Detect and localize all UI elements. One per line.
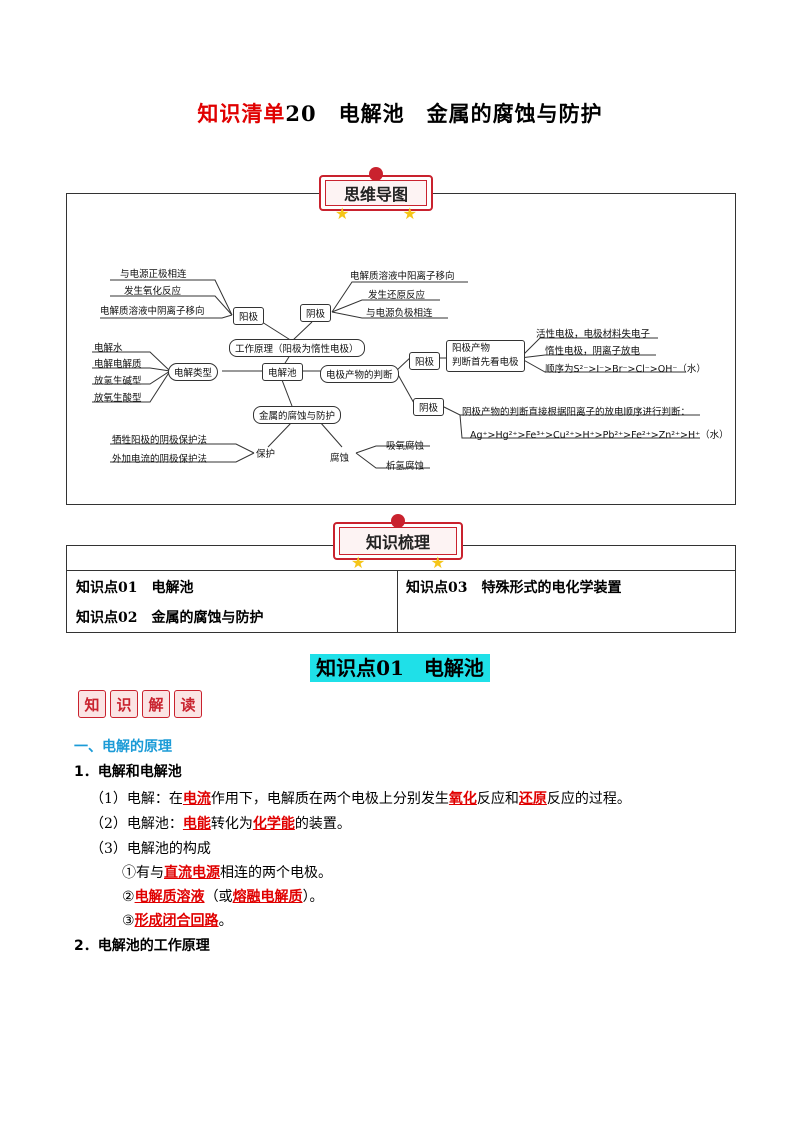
- title-red: 知识清单: [197, 101, 286, 126]
- line-5: ②电解质溶液（或熔融电解质）。: [122, 889, 324, 905]
- heading-working-principle: 2．电解池的工作原理: [74, 938, 210, 954]
- toc-banner: 知识梳理 ★ ★: [333, 514, 463, 572]
- heading-principle: 一、电解的原理: [74, 739, 172, 755]
- cathode2-node: 阴极: [413, 398, 445, 416]
- title-rest: 20 电解池 金属的腐蚀与防护: [285, 101, 603, 126]
- cathode-right-item: 电解质溶液中阳离子移向: [350, 271, 455, 282]
- rust-item: 吸氧腐蚀: [386, 441, 425, 452]
- line-1: （1）电解：在电流作用下，电解质在两个电极上分别发生氧化反应和还原反应的过程。: [90, 791, 631, 807]
- principle-node: 工作原理（阳极为惰性电极）: [229, 339, 365, 357]
- star-icon: ★: [335, 204, 350, 223]
- corrosion-node: 金属的腐蚀与防护: [253, 406, 342, 424]
- cathode-rule: 阴极产物的判断直接根据阳离子的放电顺序进行判断：: [462, 407, 691, 418]
- line-2: （2）电解池：电能转化为化学能的装置。: [90, 816, 351, 832]
- line-3: （3）电解池的构成: [90, 841, 211, 857]
- types-node: 电解类型: [168, 363, 219, 381]
- anode-product-node: 阳极产物 判断首先看电极: [446, 340, 525, 372]
- banner-dot-icon: [369, 167, 383, 181]
- toc-item-1[interactable]: 知识点01 电解池: [76, 580, 194, 596]
- type-item: 电解电解质: [94, 359, 142, 370]
- tag-jie: 解: [142, 690, 170, 718]
- protect-node: 保护: [256, 449, 276, 460]
- tag-zhi: 知: [78, 690, 106, 718]
- anode-rule: 活性电极，电极材料失电子: [536, 329, 651, 340]
- tag-shi: 识: [110, 690, 138, 718]
- toc-item-3[interactable]: 知识点03 特殊形式的电化学装置: [406, 580, 622, 596]
- anode-left-item: 与电源正极相连: [120, 269, 187, 280]
- toc-item-2[interactable]: 知识点02 金属的腐蚀与防护: [76, 610, 264, 626]
- line-4: ①有与直流电源相连的两个电极。: [122, 865, 332, 881]
- mindmap-banner: 思维导图 ★ ★: [319, 167, 433, 223]
- toc-hline: [66, 570, 736, 571]
- judge-node: 电极产物的判断: [320, 365, 399, 383]
- cathode-right-item: 与电源负极相连: [366, 308, 433, 319]
- protect-item: 外加电流的阴极保护法: [112, 454, 208, 465]
- toc-divider: [397, 570, 398, 632]
- anode2-node: 阳极: [409, 352, 441, 370]
- anode-node: 阳极: [233, 307, 265, 325]
- anode-rule: 惰性电极，阴离子放电: [545, 346, 641, 357]
- mindmap-panel: [66, 193, 736, 505]
- page-title: 知识清单20 电解池 金属的腐蚀与防护: [0, 98, 800, 128]
- cathode-order: Ag⁺>Hg²⁺>Fe³⁺>Cu²⁺>H⁺>Pb²⁺>Fe²⁺>Zn²⁺>H⁺（…: [470, 430, 729, 441]
- tag-du: 读: [174, 690, 202, 718]
- anode-left-item: 发生氧化反应: [124, 286, 182, 297]
- protect-item: 牺牲阳极的阴极保护法: [112, 435, 208, 446]
- star-icon: ★: [402, 204, 417, 223]
- section-title: 知识点01 电解池: [0, 652, 800, 682]
- line-6: ③形成闭合回路。: [122, 913, 233, 929]
- cathode-node: 阴极: [300, 304, 332, 322]
- heading-electrolysis: 1．电解和电解池: [74, 764, 182, 780]
- banner-dot-icon: [391, 514, 405, 528]
- mindmap: 与电源正极相连 发生氧化反应 电解质溶液中阴离子移向 阳极 阴极 电解质溶液中阳…: [0, 0, 800, 520]
- star-icon: ★: [430, 553, 445, 572]
- type-item: 放氢生碱型: [94, 376, 142, 387]
- cell-node: 电解池: [262, 363, 303, 381]
- mindmap-lines: [92, 279, 700, 469]
- rust-node: 腐蚀: [330, 453, 350, 464]
- anode-left-item: 电解质溶液中阴离子移向: [100, 306, 205, 317]
- anode-rule: 顺序为S²⁻>I⁻>Br⁻>Cl⁻>OH⁻（水）: [545, 364, 706, 375]
- rust-item: 析氢腐蚀: [386, 461, 425, 472]
- type-item: 放氧生酸型: [94, 393, 142, 404]
- type-item: 电解水: [94, 343, 123, 354]
- star-icon: ★: [351, 553, 366, 572]
- cathode-right-item: 发生还原反应: [368, 290, 426, 301]
